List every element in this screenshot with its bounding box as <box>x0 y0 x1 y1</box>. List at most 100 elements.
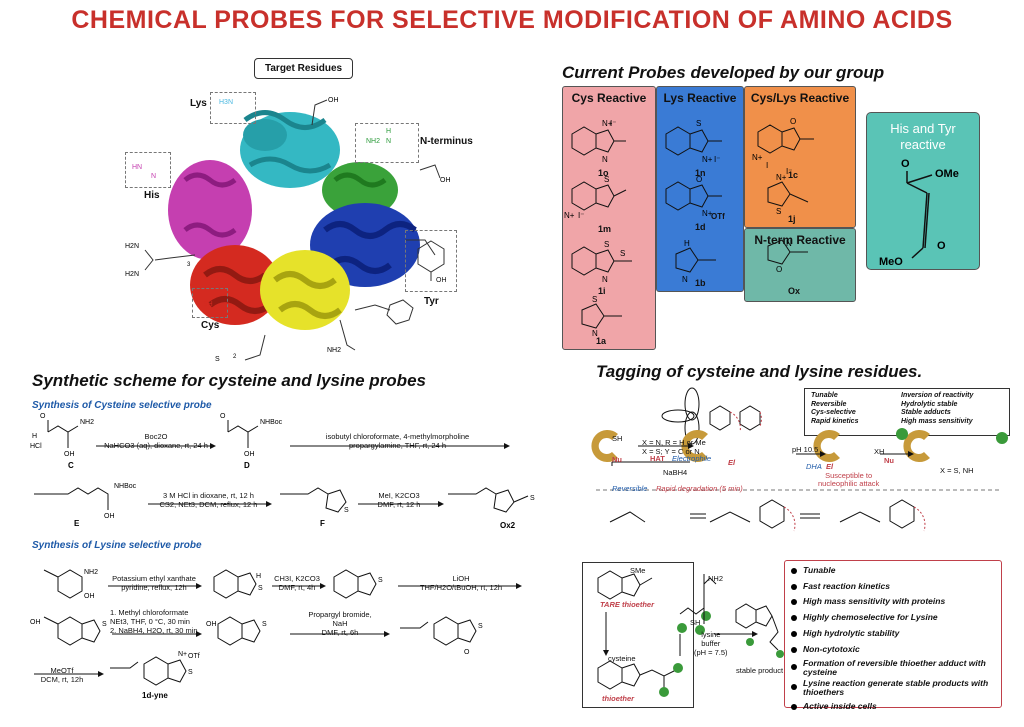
nu2-label: Nu <box>884 456 894 465</box>
protein-electrophile-icon <box>681 430 708 462</box>
cmpd-1d-otf: OTf <box>711 212 725 221</box>
probe-1a: S N <box>581 295 622 338</box>
svg-text:O: O <box>937 240 946 252</box>
svg-text:OMe: OMe <box>935 168 959 180</box>
nh2-label-lower: NH2 <box>708 574 724 583</box>
el2-label: El <box>826 462 834 471</box>
svg-text:HCl: HCl <box>30 443 42 450</box>
cmpd-1a: 1a <box>596 336 607 346</box>
reversible-label: Reversible <box>612 484 648 493</box>
stable-product-structure <box>735 603 784 658</box>
svg-text:O: O <box>464 649 470 656</box>
lys-step-2: CH3I, K2CO3 DMF, rt, 4h <box>274 574 320 592</box>
definitions: X = N, R = H or Me X = S; Y = C or N <box>642 438 706 456</box>
cyslys-reactive-panel: Cys/Lys Reactive <box>744 86 856 228</box>
his-label: His <box>144 190 160 201</box>
probe-1j: N+ I⁻ S <box>767 167 809 216</box>
histyr-title-line2: reactive <box>900 137 946 152</box>
cys-label: Cys <box>201 320 220 331</box>
compound-e <box>34 487 109 510</box>
lys-step-3: LiOH THF/H2O/tBuOH, rt, 12h <box>419 574 503 592</box>
cyslys-reactive-title: Cys/Lys Reactive <box>750 91 850 105</box>
svg-text:OH: OH <box>30 619 41 626</box>
svg-text:OH: OH <box>84 593 95 600</box>
svg-text:S: S <box>696 119 701 128</box>
tyr-residue-box: OH <box>405 230 457 292</box>
svg-text:O: O <box>696 175 702 184</box>
nterminus-label: N-terminus <box>420 136 473 147</box>
lys-start <box>43 569 83 599</box>
tyr-ring-icon <box>417 240 445 281</box>
svg-text:NH2: NH2 <box>327 347 341 354</box>
cmpd-1c: 1c <box>788 170 799 180</box>
green-helices <box>322 162 398 218</box>
cys-step-3: 3 M HCl in dioxane, rt, 12 h CS2, NEt3, … <box>159 491 258 509</box>
compound-c <box>47 420 79 448</box>
svg-text:S: S <box>604 175 609 184</box>
svg-text:N: N <box>786 239 792 248</box>
svg-text:S: S <box>620 249 625 258</box>
lys-step-5: Propargyl bromide, NaH DMF, rt, 6h <box>308 610 372 637</box>
svg-text:OH: OH <box>244 451 255 458</box>
lys-alcohol <box>217 616 261 646</box>
svg-text:H: H <box>256 573 261 580</box>
lys-acid <box>43 616 101 646</box>
svg-text:2: 2 <box>233 354 237 360</box>
property-item: Non-cytotoxic <box>791 642 1001 658</box>
svg-text:N: N <box>592 329 598 338</box>
lys-label: Lys <box>190 98 207 109</box>
nterminus-residue-box: NH2 H N <box>355 123 419 163</box>
lys-residue-box: H3N <box>210 92 256 124</box>
svg-text:1d-yne: 1d-yne <box>142 691 168 700</box>
probe-ox: N O <box>767 239 808 274</box>
lysine-probe-properties: Tunable Fast reaction kinetics High mass… <box>784 560 1002 711</box>
cmpd-ox: Ox <box>788 286 801 296</box>
property-item: Fast reaction kinetics <box>791 579 1001 595</box>
svg-text:S: S <box>258 585 263 592</box>
svg-text:N+: N+ <box>702 209 713 218</box>
cys-reactive-title: Cys Reactive <box>571 91 647 105</box>
xsnh-label: X = S, NH <box>940 466 974 475</box>
sme-label: SMe <box>630 566 646 575</box>
svg-text:S: S <box>344 507 349 514</box>
svg-text:O: O <box>220 413 226 420</box>
svg-text:N: N <box>682 275 688 284</box>
xh-label: XH <box>874 447 885 456</box>
cmpd-1b: 1b <box>695 278 706 288</box>
svg-text:C: C <box>68 461 74 470</box>
svg-text:OH: OH <box>328 97 339 104</box>
svg-text:N+: N+ <box>776 173 787 182</box>
synthesis-scheme: O NH2 OH H HCl C O NHBoc OH D NHBoc OH E… <box>30 413 535 700</box>
cys-step-2: isobutyl chloroformate, 4-methylmorpholi… <box>325 432 470 450</box>
el-label: El <box>728 458 736 467</box>
property-item: Tunable <box>791 563 1001 579</box>
lysine-buffer-label: lysine buffer (pH = 7.5) <box>694 630 728 657</box>
property-item: High mass sensitivity with proteins <box>791 594 1001 610</box>
lys-step-1: Potassium ethyl xanthate pyridine, reflu… <box>112 574 196 592</box>
red-helices <box>190 245 280 325</box>
svg-text:S: S <box>215 356 220 363</box>
susceptible-label: Susceptible to nucleophilic attack <box>818 471 880 488</box>
svg-text:O: O <box>790 117 796 126</box>
protein-structure: OH OH H2N H2N 3 NH2 2 S <box>125 97 451 363</box>
compound-1d-yne <box>110 656 187 686</box>
dmad-structure: O OMe MeO O <box>879 158 959 268</box>
svg-text:S: S <box>604 240 609 249</box>
cys-step-1: Boc2O NaHCO3 (aq), dioxane, rt, 24 h <box>104 432 208 450</box>
ph-label: pH 10.5 <box>792 445 819 454</box>
compound-d <box>227 420 259 448</box>
cmpd-1i: 1i <box>598 286 606 296</box>
nabh4-label: NaBH4 <box>663 468 688 477</box>
tagging-heading: Tagging of cysteine and lysine residues. <box>596 362 923 381</box>
svg-text:N+: N+ <box>602 119 613 128</box>
svg-text:H2N: H2N <box>125 271 139 278</box>
svg-text:NH2: NH2 <box>80 419 94 426</box>
nu-label: Nu <box>612 455 622 464</box>
cys-residue-box: SH <box>192 288 228 318</box>
svg-text:N+: N+ <box>752 153 763 162</box>
property-item: Highly chemoselective for Lysine <box>791 610 1001 626</box>
stable-product-label: stable product <box>736 666 784 675</box>
compound-f <box>280 487 347 513</box>
svg-text:N+: N+ <box>564 211 575 220</box>
property-item: Lysine reaction generate stable products… <box>791 679 1001 697</box>
